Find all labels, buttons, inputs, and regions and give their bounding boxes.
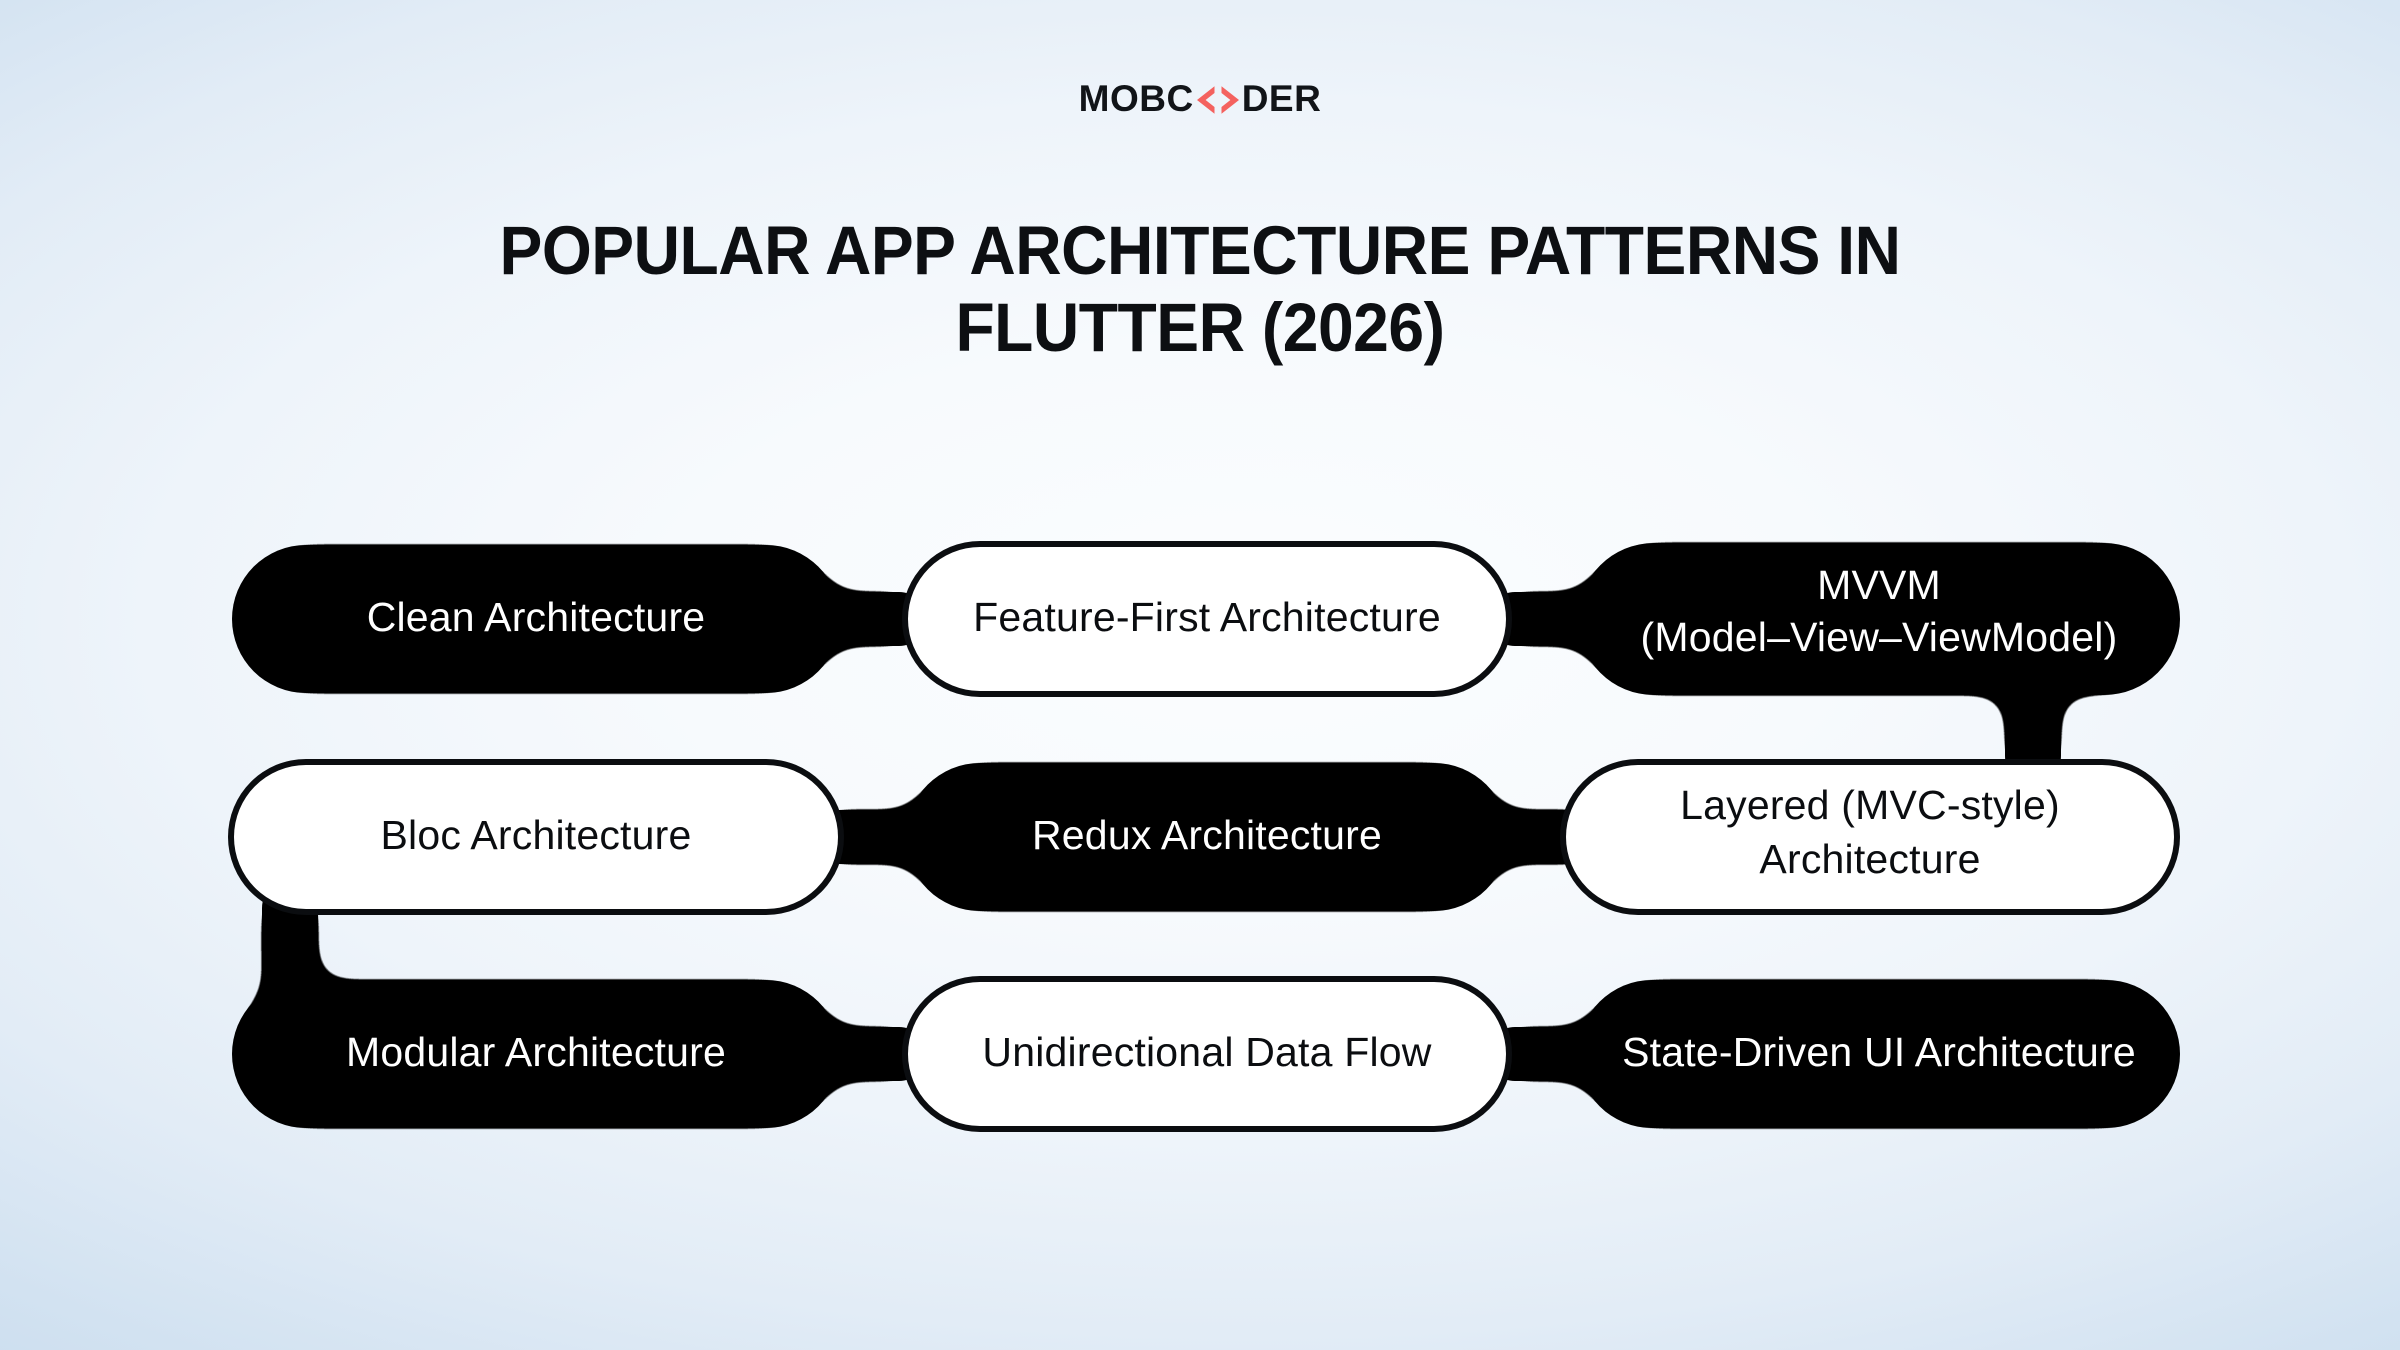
node-label: Bloc Architecture (380, 812, 691, 858)
brand-text-before: MOBC (1078, 78, 1194, 119)
mobcoder-logo: MOBC DER (1079, 78, 1322, 120)
node-state-driven-ui-architecture[interactable]: State-Driven UI Architecture (1622, 1029, 2136, 1075)
node-label-line-2: (Model–View–ViewModel) (1641, 614, 2118, 660)
node-layered-mvc-style-architecture[interactable]: Layered (MVC-style) Architecture (1680, 782, 2060, 882)
node-modular-architecture[interactable]: Modular Architecture (346, 1029, 726, 1075)
node-unidirectional-data-flow[interactable]: Unidirectional Data Flow (982, 1029, 1431, 1075)
node-label-line-1: Layered (MVC-style) (1680, 782, 2060, 828)
node-label-line-2: Architecture (1759, 836, 1980, 882)
node-feature-first-architecture[interactable]: Feature-First Architecture (973, 594, 1441, 640)
brand-text-after: DER (1241, 78, 1322, 119)
node-redux-architecture[interactable]: Redux Architecture (1032, 812, 1382, 858)
node-clean-architecture[interactable]: Clean Architecture (367, 594, 706, 640)
node-label: State-Driven UI Architecture (1622, 1029, 2136, 1075)
node-label: Redux Architecture (1032, 812, 1382, 858)
brand-header: MOBC DER (0, 78, 2400, 120)
node-label: Unidirectional Data Flow (982, 1029, 1431, 1075)
node-bloc-architecture[interactable]: Bloc Architecture (380, 812, 691, 858)
code-brackets-icon (1195, 83, 1241, 117)
node-label: Modular Architecture (346, 1029, 726, 1075)
node-label-line-1: MVVM (1817, 562, 1941, 608)
page-title-line-1: POPULAR APP ARCHITECTURE PATTERNS IN (499, 212, 1901, 289)
page-title: POPULAR APP ARCHITECTURE PATTERNS IN FLU… (0, 212, 2400, 367)
node-label: Clean Architecture (367, 594, 706, 640)
node-mvvm[interactable]: MVVM (Model–View–ViewModel) (1641, 562, 2118, 660)
node-label: Feature-First Architecture (973, 594, 1441, 640)
page-title-line-2: FLUTTER (2026) (955, 289, 1445, 367)
